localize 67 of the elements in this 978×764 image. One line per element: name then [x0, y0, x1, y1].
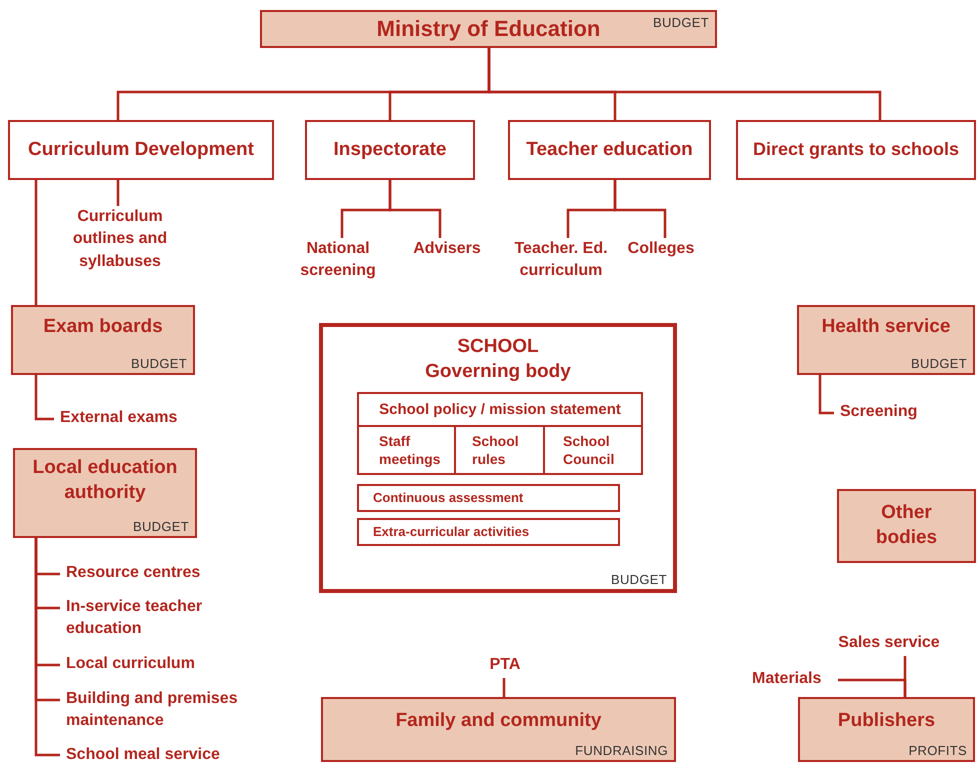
box-title: Continuous assessment — [373, 490, 524, 506]
budget-note: BUDGET — [133, 520, 189, 533]
unit-label: Screening — [840, 401, 940, 425]
box-title: SCHOOL Governing body — [424, 335, 572, 384]
connector-line — [614, 180, 666, 238]
org-box — [260, 10, 717, 48]
box-title: Curriculum Development — [28, 138, 254, 162]
box-title: Family and community — [396, 709, 602, 733]
org-box — [797, 305, 975, 375]
unit-label: Teacher. Ed. curriculum — [508, 238, 614, 284]
unit-label: Resource centres — [66, 562, 226, 586]
budget-note: FUNDRAISING — [575, 744, 668, 757]
connector-line — [502, 678, 506, 697]
box-title: Health service — [822, 315, 950, 339]
org-box — [11, 305, 195, 375]
org-box — [8, 120, 274, 180]
connector-line — [116, 180, 120, 206]
unit-label: School meal service — [66, 744, 246, 764]
box-title: Ministry of Education — [376, 14, 600, 43]
school-item-box — [357, 392, 643, 427]
box-title: School Council — [563, 432, 616, 468]
budget-note: BUDGET — [653, 16, 709, 29]
unit-label: National screening — [292, 238, 384, 284]
box-title: Local education authority — [32, 456, 178, 505]
org-box — [736, 120, 976, 180]
school-item-box — [357, 518, 620, 546]
unit-label: Advisers — [408, 238, 486, 262]
unit-label: PTA — [484, 654, 526, 678]
budget-note: BUDGET — [911, 357, 967, 370]
box-title: Staff meetings — [379, 432, 442, 468]
unit-label: Sales service — [833, 632, 945, 656]
school-item-box — [357, 484, 620, 512]
box-title: Publishers — [838, 709, 936, 733]
school-item-box — [543, 425, 643, 475]
box-title: Exam boards — [43, 315, 163, 339]
box-title: School policy / mission statement — [379, 400, 621, 420]
connector-line — [388, 180, 442, 238]
box-title: Inspectorate — [334, 138, 446, 162]
school-box — [319, 323, 677, 593]
connector-line — [34, 180, 38, 305]
unit-label: Building and premises maintenance — [66, 688, 266, 734]
box-title: Teacher education — [526, 138, 693, 162]
connector-line — [818, 375, 834, 414]
budget-note: BUDGET — [611, 573, 667, 586]
unit-label: Colleges — [622, 238, 700, 262]
box-title: Other bodies — [874, 501, 938, 550]
unit-label: Materials — [752, 668, 832, 692]
connector-line — [34, 538, 60, 756]
box-title: Extra-curricular activities — [373, 524, 530, 540]
budget-note: PROFITS — [908, 744, 967, 757]
budget-note: BUDGET — [131, 357, 187, 370]
unit-label: In-service teacher education — [66, 596, 236, 642]
school-item-box — [357, 425, 456, 475]
org-box — [508, 120, 711, 180]
box-title: School rules — [472, 432, 520, 468]
org-box — [837, 489, 976, 563]
unit-label: External exams — [60, 407, 200, 431]
connector-line — [488, 48, 882, 120]
connector-line — [34, 375, 54, 420]
connector-line — [838, 678, 906, 697]
org-box — [305, 120, 475, 180]
box-title: Direct grants to schools — [752, 138, 960, 162]
unit-label: Curriculum outlines and syllabuses — [55, 206, 185, 276]
org-box — [321, 697, 676, 762]
unit-label: Local curriculum — [66, 653, 226, 677]
org-box — [13, 448, 197, 538]
org-box — [798, 697, 975, 762]
